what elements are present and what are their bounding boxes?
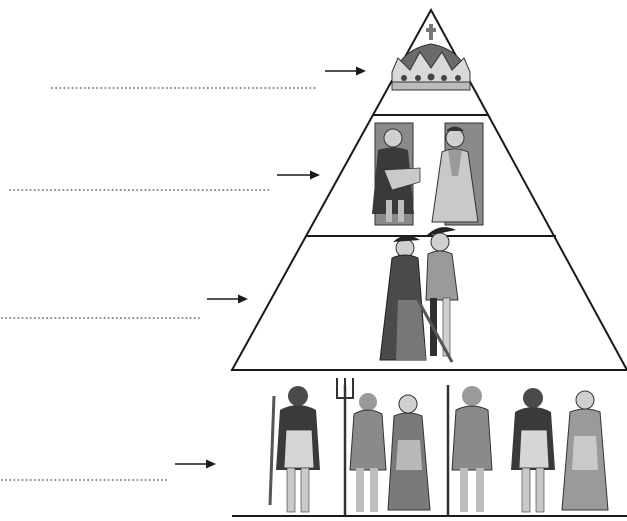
peasant-figures-icon: [268, 378, 609, 515]
arrow-monarch-icon: [325, 66, 366, 76]
noble-figures-icon: [372, 122, 484, 226]
pyramid-outline: [230, 7, 627, 371]
pyramid: [230, 7, 627, 371]
knight-figures-icon: [379, 227, 459, 363]
arrows: [175, 66, 366, 469]
crown-icon: [391, 24, 471, 91]
answer-blanks: [1, 87, 317, 481]
arrow-peasants-icon: [175, 459, 216, 469]
arrow-nobles-icon: [277, 170, 320, 180]
arrow-knights-icon: [207, 294, 248, 304]
